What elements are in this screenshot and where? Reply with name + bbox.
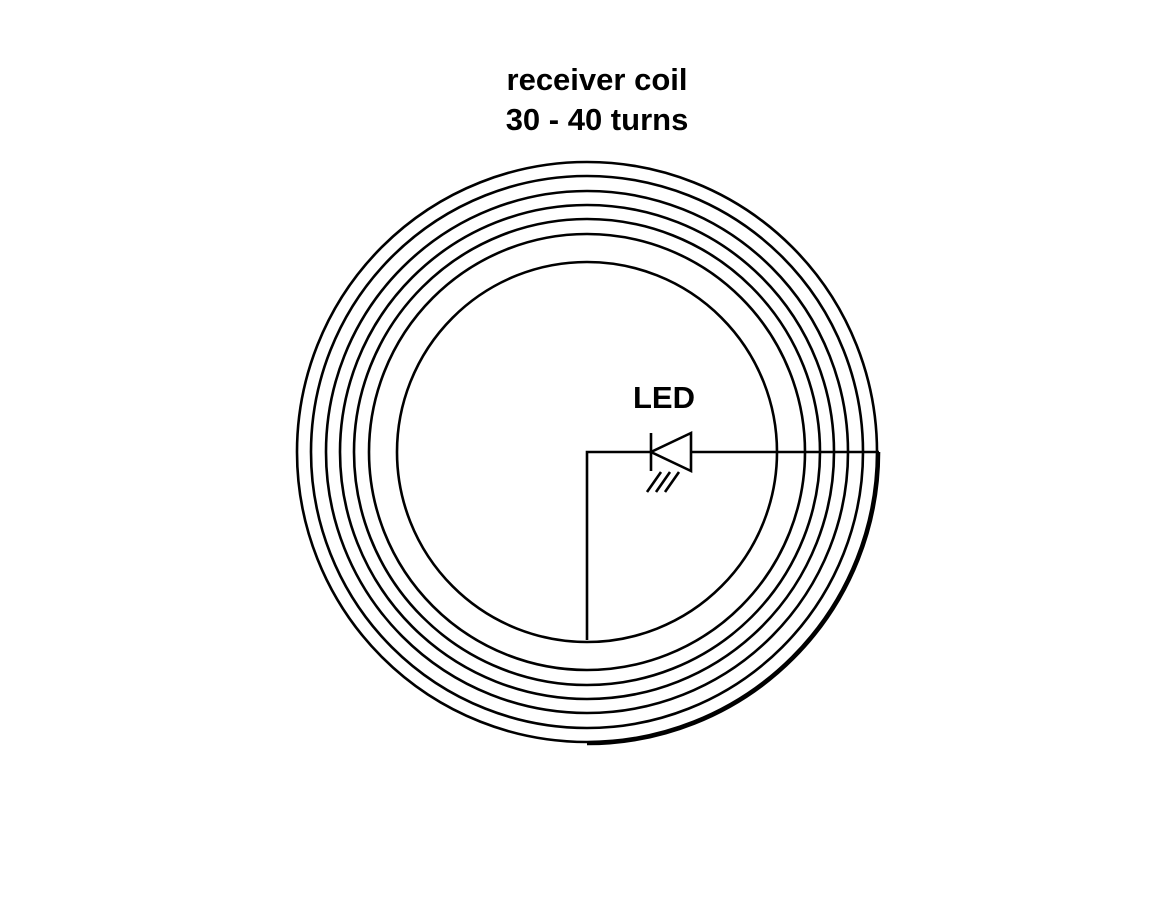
title-line-1: receiver coil — [507, 62, 688, 97]
led-diode-icon — [645, 430, 693, 493]
circuit-wire — [585, 450, 651, 640]
led-label: LED — [633, 380, 695, 415]
led-circuit — [585, 430, 879, 640]
coil-outer-lead — [586, 451, 881, 746]
title-line-2: 30 - 40 turns — [506, 102, 689, 137]
